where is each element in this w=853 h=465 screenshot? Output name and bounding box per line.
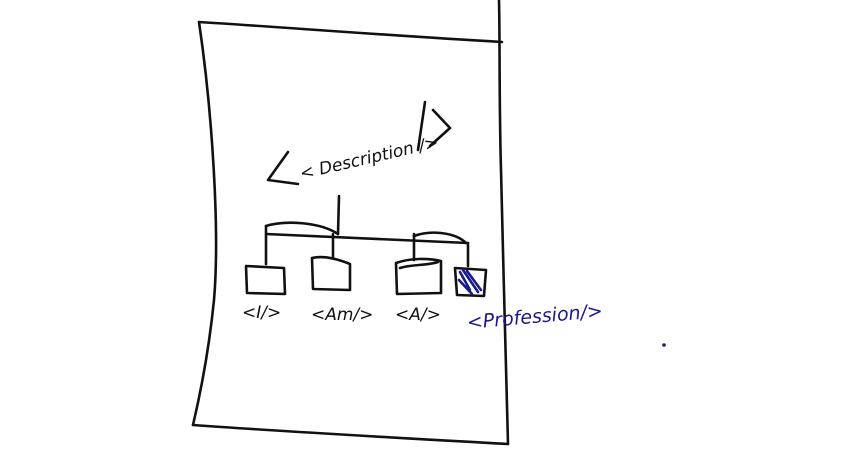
child-box-4: [453, 266, 488, 298]
paper-right-edge: [497, 0, 510, 446]
stray-dot: [662, 343, 666, 347]
child-box-4-fill: [457, 268, 483, 296]
child-node-a: <A/>: [394, 257, 443, 325]
paper-bottom-edge: [191, 423, 510, 446]
child-label-3: <A/>: [395, 305, 441, 325]
branch-arc-1: [264, 221, 340, 236]
paper-top-edge: [197, 20, 504, 44]
root-close-bracket: [428, 108, 452, 148]
child-node-am: <Am/>: [310, 255, 373, 325]
child-box-3: [394, 257, 443, 296]
child-box-2: [310, 255, 352, 292]
tree-connectors: [264, 194, 470, 268]
root-slash: [416, 100, 427, 152]
branch-line: [264, 232, 470, 245]
root-open-bracket: [266, 150, 300, 186]
child-label-2: <Am/>: [311, 305, 373, 325]
root-node: < Description />: [266, 100, 452, 186]
branch-arc-2: [412, 231, 468, 245]
child-node-i: <I/>: [242, 264, 287, 323]
paper-left-edge: [191, 20, 218, 427]
child-box-1: [244, 264, 287, 296]
trunk-line: [336, 194, 341, 236]
child-box-3-scribble: [398, 260, 440, 270]
child-label-1: <I/>: [242, 303, 281, 323]
child-label-4: <Profession/>: [466, 300, 604, 334]
child-node-profession: <Profession/>: [453, 266, 604, 334]
paper-sheet: [191, 0, 510, 446]
